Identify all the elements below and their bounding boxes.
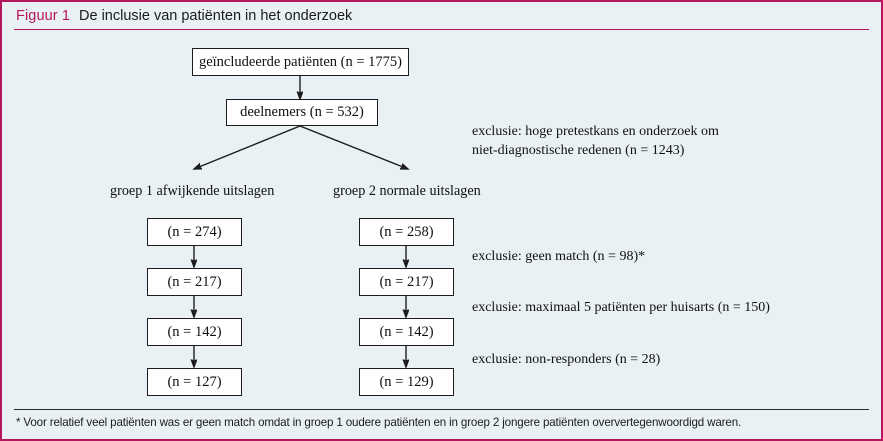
step-exclusion-note-2: exclusie: maximaal 5 patiënten per huisa… (472, 300, 770, 315)
step-exclusion-note-3: exclusie: non-responders (n = 28) (472, 352, 661, 367)
footnote-divider (14, 409, 869, 410)
group-1-box-4: (n = 127) (147, 368, 242, 396)
header-divider (14, 29, 869, 30)
node-included-patients: geïncludeerde patiënten (n = 1775) (192, 48, 409, 76)
group-1-box-2: (n = 217) (147, 268, 242, 296)
group-2-box-1: (n = 258) (359, 218, 454, 246)
group-1-label: groep 1 afwijkende uitslagen (110, 183, 275, 199)
figure-header: Figuur 1 De inclusie van patiënten in het… (2, 2, 881, 30)
node-participants: deelnemers (n = 532) (226, 99, 378, 126)
branch-exclusion-note: exclusie: hoge pretestkans en onderzoek … (472, 122, 719, 160)
figure-footnote: * Voor relatief veel patiënten was er ge… (16, 416, 742, 429)
branch-exclusion-line-1: exclusie: hoge pretestkans en onderzoek … (472, 124, 719, 139)
group-1-box-1: (n = 274) (147, 218, 242, 246)
branch-exclusion-line-2: niet-diagnostische redenen (n = 1243) (472, 143, 685, 158)
group-2-box-3: (n = 142) (359, 318, 454, 346)
group-2-box-2: (n = 217) (359, 268, 454, 296)
group-2-box-4: (n = 129) (359, 368, 454, 396)
group-2-label: groep 2 normale uitslagen (333, 183, 481, 199)
figure-number: Figuur 1 (16, 8, 70, 24)
group-1-box-3: (n = 142) (147, 318, 242, 346)
figure-caption: De inclusie van patiënten in het onderzo… (79, 8, 353, 24)
step-exclusion-note-1: exclusie: geen match (n = 98)* (472, 249, 646, 264)
